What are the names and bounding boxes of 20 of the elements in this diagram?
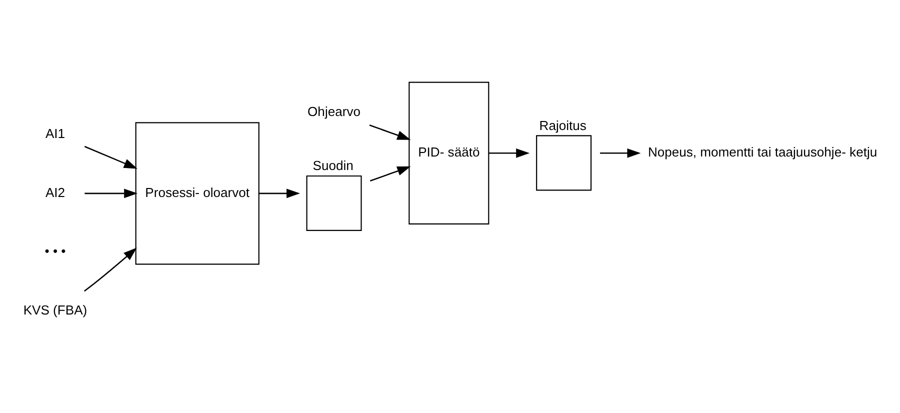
node-text: KVS (FBA) bbox=[23, 302, 88, 318]
node-label: Suodin bbox=[312, 158, 354, 174]
arrow bbox=[259, 188, 300, 198]
node-label: Rajoitus bbox=[539, 118, 586, 133]
node-box: PID- säätö bbox=[408, 82, 490, 224]
node-box bbox=[536, 135, 592, 191]
arrow bbox=[369, 124, 411, 140]
arrow bbox=[600, 148, 641, 158]
arrow bbox=[488, 148, 530, 158]
arrow bbox=[84, 248, 137, 292]
node-box bbox=[306, 175, 362, 231]
arrow bbox=[84, 188, 138, 198]
label: • • • bbox=[44, 244, 66, 259]
arrow bbox=[370, 166, 411, 182]
node-text: Nopeus, momentti tai taajuusohje- ketju bbox=[648, 144, 878, 160]
node-box: Prosessi- oloarvot bbox=[135, 122, 260, 265]
node-text: AI1 bbox=[45, 126, 66, 142]
node-text: AI2 bbox=[45, 184, 66, 200]
arrow bbox=[84, 146, 138, 169]
node-text: Ohjearvo bbox=[308, 104, 360, 120]
